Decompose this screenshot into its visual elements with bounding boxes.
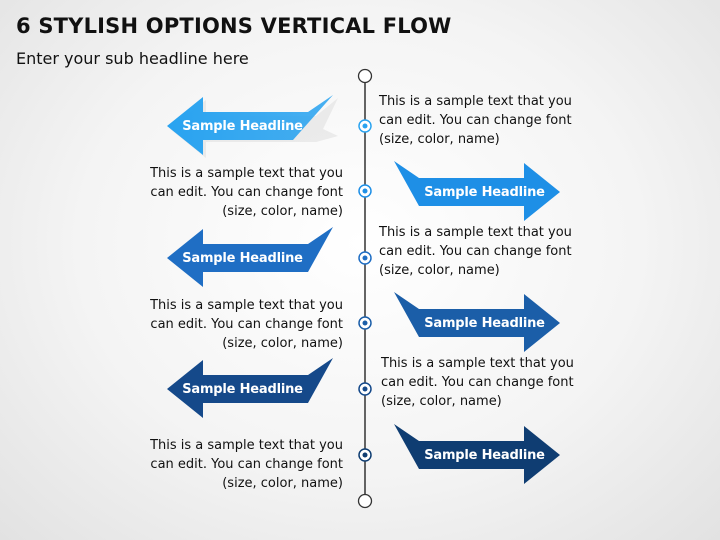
step-2-arrow: Sample Headline bbox=[387, 159, 562, 225]
step-1-arrow: Sample Headline bbox=[165, 93, 340, 159]
timeline-node-3 bbox=[358, 251, 372, 265]
timeline-node-2 bbox=[358, 184, 372, 198]
step-5-headline: Sample Headline bbox=[182, 381, 303, 397]
page-title: 6 STYLISH OPTIONS VERTICAL FLOW bbox=[16, 14, 452, 38]
page-subtitle: Enter your sub headline here bbox=[16, 49, 249, 68]
step-5-arrow: Sample Headline bbox=[165, 356, 340, 422]
step-5-text: This is a sample text that you can edit.… bbox=[381, 356, 574, 409]
step-2-headline: Sample Headline bbox=[424, 184, 545, 200]
timeline-node-1 bbox=[358, 119, 372, 133]
step-1-headline: Sample Headline bbox=[182, 118, 303, 134]
timeline-node-5 bbox=[358, 382, 372, 396]
step-6-text: This is a sample text that you can edit.… bbox=[150, 438, 343, 491]
step-4-text: This is a sample text that you can edit.… bbox=[150, 298, 343, 351]
timeline-node-6 bbox=[358, 448, 372, 462]
step-3-arrow: Sample Headline bbox=[165, 225, 340, 291]
step-2-text: This is a sample text that you can edit.… bbox=[150, 166, 343, 219]
step-6-headline: Sample Headline bbox=[424, 447, 545, 463]
timeline-end-cap bbox=[357, 493, 373, 509]
step-1-text: This is a sample text that you can edit.… bbox=[379, 94, 572, 147]
step-4-headline: Sample Headline bbox=[424, 315, 545, 331]
timeline-start-cap bbox=[357, 68, 373, 84]
timeline-node-4 bbox=[358, 316, 372, 330]
step-3-headline: Sample Headline bbox=[182, 250, 303, 266]
step-4-arrow: Sample Headline bbox=[387, 290, 562, 356]
step-6-arrow: Sample Headline bbox=[387, 422, 562, 488]
step-3-text: This is a sample text that you can edit.… bbox=[379, 225, 572, 278]
